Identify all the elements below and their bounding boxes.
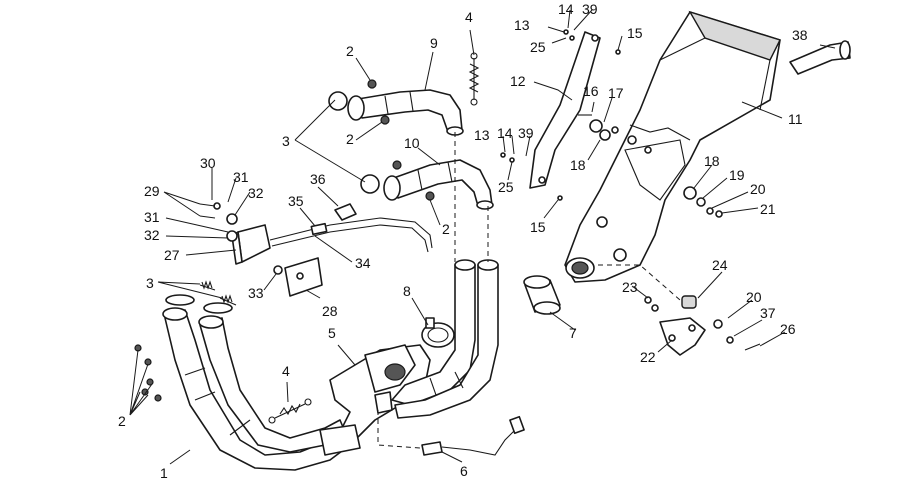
callout-27: 27: [164, 247, 180, 263]
callout-16: 16: [583, 83, 599, 99]
callout-31-mid: 31: [144, 209, 160, 225]
callout-labels: 1 2 2 2 2 3 3 4 4 5 6 7 8 9 10 11 12 13 …: [118, 1, 808, 481]
callout-39-top: 39: [582, 1, 598, 17]
callout-17: 17: [608, 85, 624, 101]
callout-11: 11: [788, 111, 803, 127]
callout-7: 7: [569, 325, 577, 341]
callout-30: 30: [200, 155, 216, 171]
leader-lines: [129, 9, 836, 465]
part-mid-pipes: [391, 259, 499, 419]
part-rubber-mount: [681, 295, 697, 309]
callout-4-bottom: 4: [282, 363, 290, 379]
callout-5: 5: [328, 325, 336, 341]
callout-35: 35: [288, 193, 304, 209]
callout-31-top: 31: [233, 169, 249, 185]
callout-25-top: 25: [530, 39, 546, 55]
callout-8: 8: [403, 283, 411, 299]
callout-24: 24: [712, 257, 728, 273]
small-fasteners: [134, 29, 761, 402]
callout-14-top: 14: [558, 1, 574, 17]
callout-26: 26: [780, 321, 796, 337]
callout-21: 21: [760, 201, 776, 217]
part-gasket-upper: [328, 91, 348, 111]
callout-2-mid: 2: [346, 131, 354, 147]
callout-12: 12: [510, 73, 526, 89]
callout-25-mid: 25: [498, 179, 514, 195]
callout-6: 6: [460, 463, 468, 479]
callout-18-left: 18: [570, 157, 586, 173]
part-front-header-pipes: [162, 307, 351, 471]
part-tail-pipe: [789, 40, 851, 75]
callout-9: 9: [430, 35, 438, 51]
part-actuator: [231, 224, 271, 265]
callout-34: 34: [355, 255, 371, 271]
part-bracket-strap: [529, 31, 601, 189]
callout-23: 23: [622, 279, 638, 295]
callout-32-top: 32: [248, 185, 264, 201]
part-cable-clip: [334, 203, 357, 221]
callout-39-mid: 39: [518, 125, 534, 141]
callout-3-lower: 3: [146, 275, 154, 291]
part-flange-left: [165, 294, 195, 306]
part-lower-bracket: [659, 317, 706, 356]
callout-14-mid: 14: [497, 125, 513, 141]
part-sleeve: [523, 275, 561, 315]
part-gasket-lower: [360, 174, 380, 194]
callout-32-mid: 32: [144, 227, 160, 243]
part-spring-bottom: [268, 398, 312, 424]
part-lambda-sensor: [421, 415, 525, 456]
callout-19: 19: [729, 167, 745, 183]
part-silencer-body: [564, 10, 781, 283]
part-cables: [269, 217, 433, 253]
callout-38: 38: [792, 27, 808, 43]
callout-15-top: 15: [627, 25, 643, 41]
callout-20-lower: 20: [746, 289, 762, 305]
callout-13-mid: 13: [474, 127, 490, 143]
callout-33: 33: [248, 285, 264, 301]
part-mounting-plate: [284, 257, 323, 297]
callout-4-top: 4: [465, 9, 473, 25]
callout-18-right: 18: [704, 153, 720, 169]
callout-15-mid: 15: [530, 219, 546, 235]
alignment-lines: [377, 132, 681, 449]
callout-36: 36: [310, 171, 326, 187]
part-clamp: [421, 317, 455, 348]
callout-3-upper: 3: [282, 133, 290, 149]
callout-1: 1: [160, 465, 168, 481]
callout-2-lower: 2: [442, 221, 450, 237]
callout-37: 37: [760, 305, 776, 321]
callout-2-top: 2: [346, 43, 354, 59]
part-flange-right: [203, 302, 233, 314]
callout-29: 29: [144, 183, 160, 199]
part-header-pipe-upper: [347, 89, 464, 136]
part-collector: [319, 344, 431, 456]
callout-22: 22: [640, 349, 656, 365]
part-header-pipe-lower: [383, 159, 494, 210]
part-gasket-coil: [199, 280, 237, 306]
part-spring-top: [468, 52, 480, 106]
callout-28: 28: [322, 303, 338, 319]
callout-2-front: 2: [118, 413, 126, 429]
callout-10: 10: [404, 135, 420, 151]
callout-20-upper: 20: [750, 181, 766, 197]
callout-13-top: 13: [514, 17, 530, 33]
